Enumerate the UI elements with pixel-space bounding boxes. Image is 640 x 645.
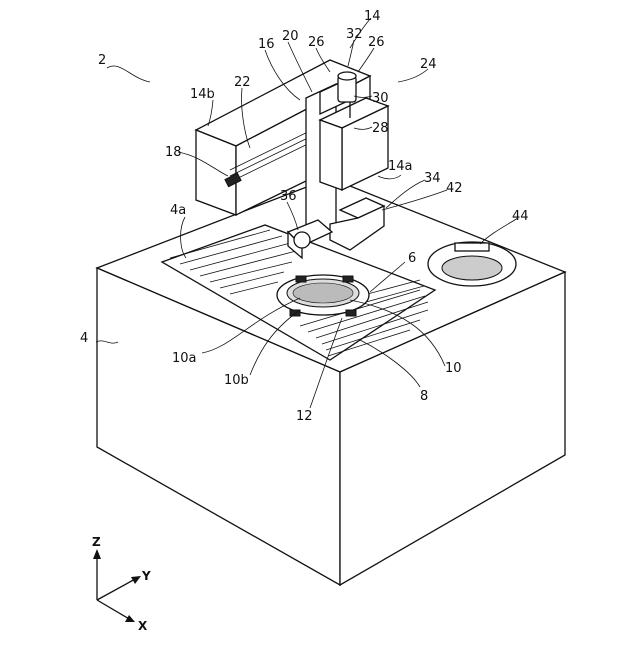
- label-24: 24: [420, 57, 437, 72]
- label-30: 30: [372, 91, 389, 106]
- label-14a: 14a: [388, 159, 413, 174]
- label-26-right: 26: [368, 35, 385, 50]
- clamp-12-b: [343, 276, 353, 282]
- z-axis-arrow: [93, 549, 101, 559]
- cassette-44: [428, 242, 516, 286]
- label-10: 10: [445, 361, 462, 376]
- cassette-wafer: [442, 256, 502, 280]
- x-axis-arrow: [125, 615, 135, 622]
- label-14: 14: [364, 9, 381, 24]
- label-4: 4: [80, 331, 88, 346]
- label-4a: 4a: [170, 203, 186, 218]
- label-18: 18: [165, 145, 182, 160]
- axis-label-z: Z: [92, 535, 101, 549]
- label-42: 42: [446, 181, 463, 196]
- label-2: 2: [98, 53, 106, 68]
- label-32: 32: [346, 27, 363, 42]
- y-axis-line: [97, 578, 137, 600]
- label-10b: 10b: [224, 373, 249, 388]
- wafer-surface: [293, 283, 353, 303]
- label-22: 22: [234, 75, 251, 90]
- cassette-handle: [455, 243, 489, 251]
- x-axis-line: [97, 600, 131, 620]
- label-28: 28: [372, 121, 389, 136]
- label-44: 44: [512, 209, 529, 224]
- label-26-left: 26: [308, 35, 325, 50]
- label-12: 12: [296, 409, 313, 424]
- label-10a: 10a: [172, 351, 197, 366]
- z-unit-side: [320, 120, 342, 190]
- label-36: 36: [280, 189, 297, 204]
- axis-label-x: X: [138, 619, 148, 633]
- axis-label-y: Y: [141, 569, 151, 583]
- chuck-table-6: [277, 275, 369, 316]
- label-20: 20: [282, 29, 299, 44]
- motor-cap: [338, 72, 356, 80]
- label-6: 6: [408, 251, 416, 266]
- label-16: 16: [258, 37, 275, 52]
- label-34: 34: [424, 171, 441, 186]
- head-36-wheel: [294, 232, 310, 248]
- clamp-12-d: [346, 310, 356, 316]
- clamp-12-a: [296, 276, 306, 282]
- coordinate-axes: Z Y X: [92, 535, 151, 633]
- label-8: 8: [420, 389, 428, 404]
- label-14b: 14b: [190, 87, 215, 102]
